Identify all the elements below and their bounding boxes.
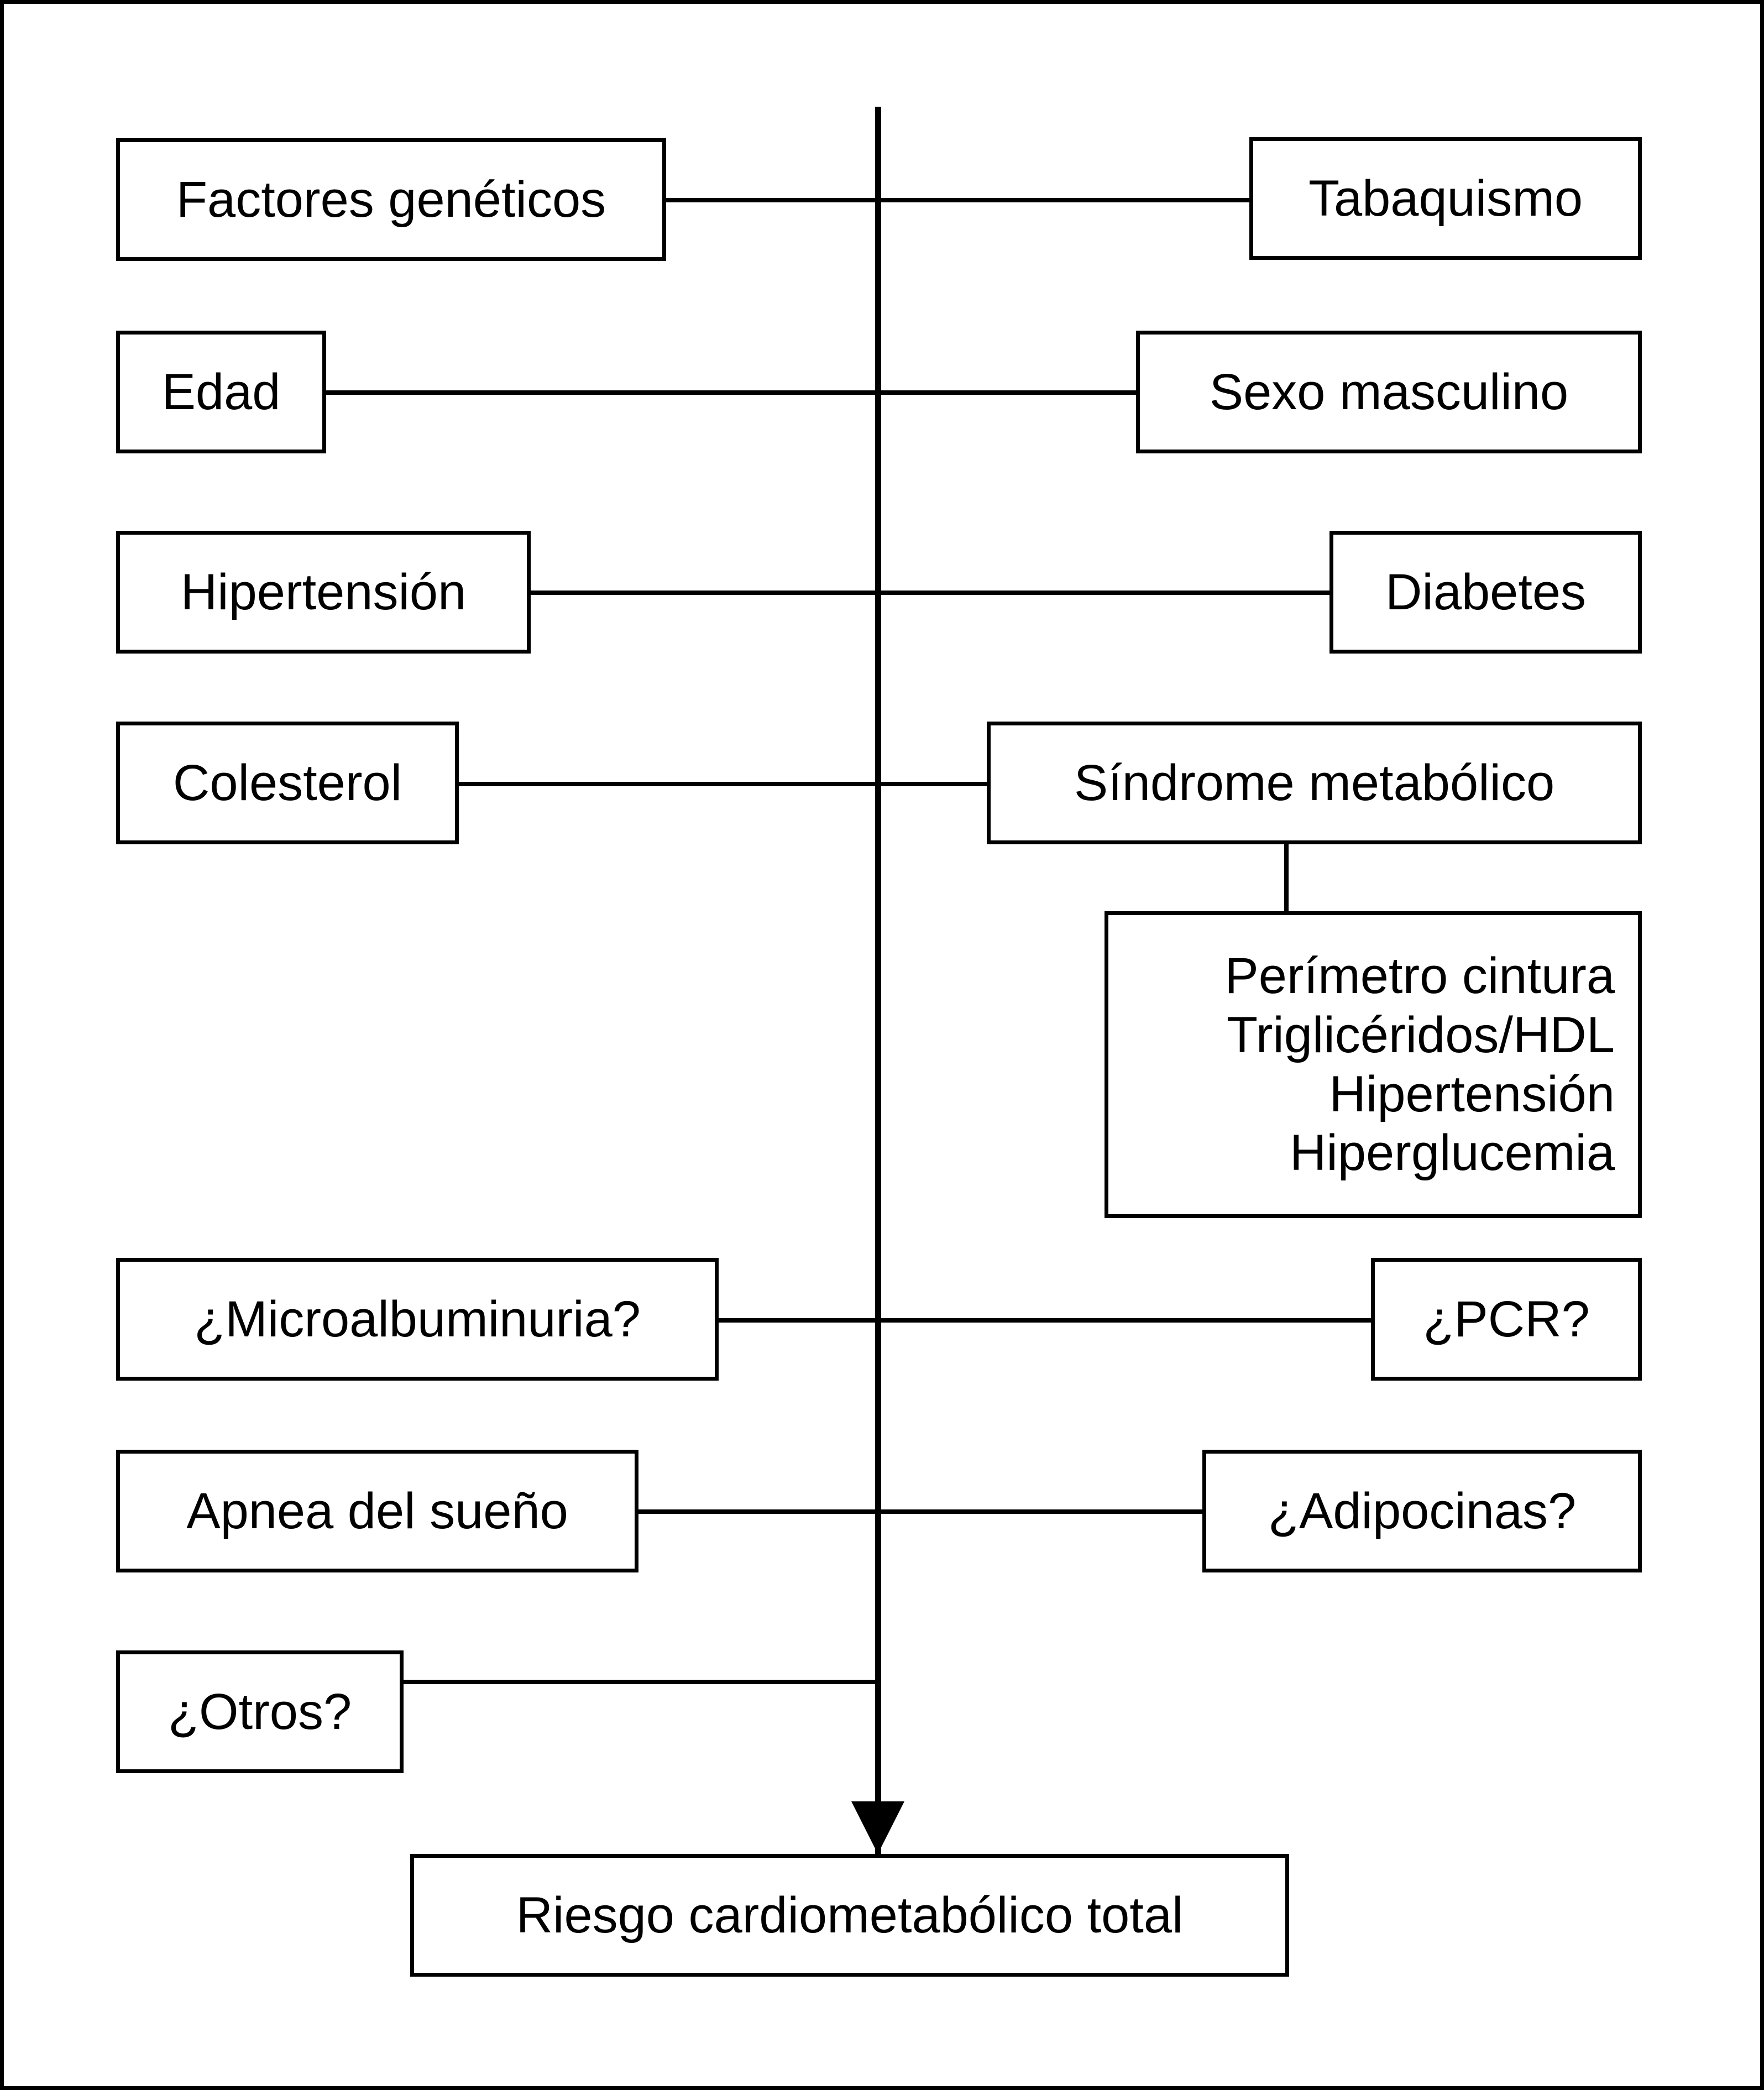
node-label: Factores genéticos	[176, 171, 606, 228]
connector-sindrome-to-criterios	[1284, 843, 1289, 915]
node-colesterol[interactable]: Colesterol	[116, 722, 459, 844]
node-label: Riesgo cardiometabólico total	[516, 1887, 1184, 1943]
node-hipertension[interactable]: Hipertensión	[116, 531, 531, 654]
node-adipocinas[interactable]: ¿Adipocinas?	[1202, 1450, 1642, 1572]
arrow-down-icon	[851, 1801, 904, 1854]
node-apnea-del-sueno[interactable]: Apnea del sueño	[116, 1450, 638, 1572]
node-label: Hipertensión	[180, 564, 467, 620]
connector-row-4	[456, 782, 990, 786]
node-label: ¿PCR?	[1423, 1291, 1590, 1347]
node-label: Síndrome metabólico	[1074, 755, 1555, 811]
node-otros[interactable]: ¿Otros?	[116, 1650, 404, 1773]
node-label: Tabaquismo	[1308, 170, 1583, 227]
node-label: ¿Otros?	[167, 1684, 352, 1740]
node-pcr[interactable]: ¿PCR?	[1371, 1258, 1642, 1381]
node-label: ¿Microalbuminuria?	[194, 1291, 641, 1347]
connector-row-1	[663, 198, 1255, 202]
connector-row-5	[716, 1318, 1374, 1323]
node-riesgo-cardiometabolico-total[interactable]: Riesgo cardiometabólico total	[410, 1854, 1289, 1977]
node-label: Colesterol	[172, 755, 402, 811]
node-label: Apnea del sueño	[186, 1483, 568, 1539]
node-criterios-sindrome-metabolico[interactable]: Perímetro cintura Triglicéridos/HDL Hipe…	[1105, 911, 1642, 1218]
node-factores-geneticos[interactable]: Factores genéticos	[116, 138, 666, 261]
connector-row-6	[636, 1509, 1205, 1514]
connector-row-3	[528, 591, 1332, 595]
node-sindrome-metabolico[interactable]: Síndrome metabólico	[987, 722, 1642, 844]
node-label: Sexo masculino	[1209, 364, 1569, 420]
node-edad[interactable]: Edad	[116, 331, 326, 453]
node-microalbuminuria[interactable]: ¿Microalbuminuria?	[116, 1258, 719, 1381]
connector-row-2	[323, 390, 1139, 395]
central-spine-line	[875, 107, 881, 1857]
node-diabetes[interactable]: Diabetes	[1329, 531, 1642, 654]
node-label: Diabetes	[1385, 564, 1587, 620]
node-label: Perímetro cintura Triglicéridos/HDL Hipe…	[1224, 948, 1615, 1182]
node-tabaquismo[interactable]: Tabaquismo	[1249, 137, 1642, 260]
node-sexo-masculino[interactable]: Sexo masculino	[1136, 331, 1642, 453]
connector-row-7	[401, 1680, 879, 1684]
node-label: ¿Adipocinas?	[1268, 1483, 1577, 1539]
node-label: Edad	[161, 364, 281, 420]
